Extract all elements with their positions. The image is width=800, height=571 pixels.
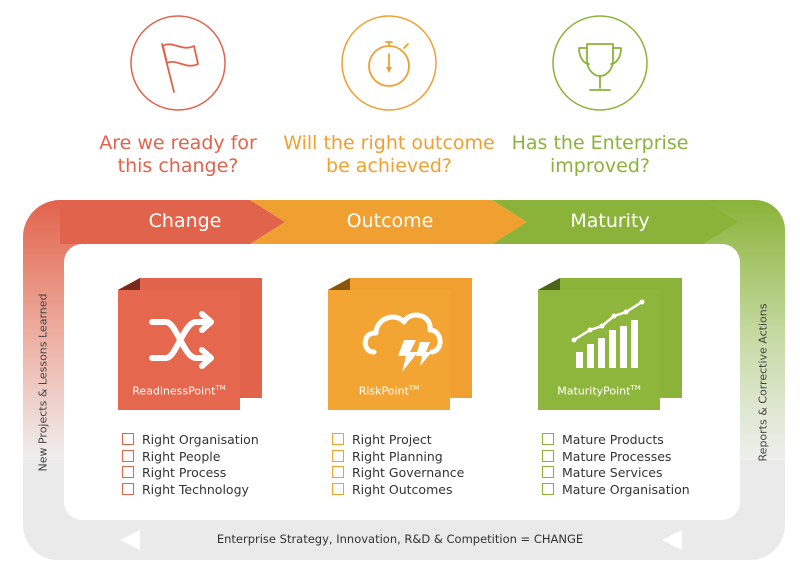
stage-label-maturity: Maturity <box>570 210 650 232</box>
checkbox-icon <box>122 482 134 495</box>
question-line: Has the Enterprise <box>511 132 689 154</box>
left-side-label: New Projects & Lessons Learned <box>36 293 50 472</box>
product-name: RiskPoint <box>358 384 409 398</box>
list-item: Right Outcomes <box>332 482 464 499</box>
trophy-circle <box>552 15 648 111</box>
question-line: improved? <box>550 155 650 177</box>
flag-icon <box>161 43 199 93</box>
flag-circle <box>130 15 226 111</box>
question-line: this change? <box>117 155 239 177</box>
list-item: Mature Products <box>542 432 690 449</box>
list-item: Mature Processes <box>542 449 690 466</box>
risk-cube <box>328 278 472 410</box>
trademark: TM <box>630 384 641 392</box>
product-name-maturity: MaturityPointTM <box>538 384 660 398</box>
checkbox-icon <box>122 466 134 478</box>
loop-right-segment <box>700 200 785 460</box>
bottom-left-arrowhead <box>120 530 140 550</box>
question-line: be achieved? <box>326 155 452 177</box>
outcome-arrow <box>250 200 527 244</box>
list-item: Right Project <box>332 432 464 449</box>
readiness-cube <box>118 278 262 410</box>
checkbox-icon <box>542 466 554 478</box>
readiness-list: Right Organisation Right People Right Pr… <box>122 432 259 498</box>
trophy-icon <box>578 43 622 91</box>
question-maturity: Has the Enterprise improved? <box>480 132 720 178</box>
checkbox-icon <box>332 433 344 445</box>
list-item: Right Technology <box>122 482 259 499</box>
loop-left-segment <box>23 200 110 460</box>
list-item: Right People <box>122 449 259 466</box>
right-side-label: Reports & Corrective Actions <box>756 303 770 462</box>
bottom-right-arrowhead <box>662 530 682 550</box>
stopwatch-circle <box>341 15 437 111</box>
stage-label-outcome: Outcome <box>346 210 434 232</box>
question-line: Are we ready for <box>99 132 257 154</box>
risk-list: Right Project Right Planning Right Gover… <box>332 432 464 498</box>
checkbox-icon <box>332 466 344 478</box>
bar-chart-icon <box>571 299 645 368</box>
product-name-risk: RiskPointTM <box>328 384 450 398</box>
shuffle-icon <box>149 311 214 369</box>
checkbox-icon <box>542 433 554 445</box>
maturity-arrow <box>492 200 738 244</box>
trademark: TM <box>215 384 226 392</box>
checkbox-icon <box>542 482 554 495</box>
stopwatch-icon <box>368 41 410 87</box>
checkbox-icon <box>332 482 344 495</box>
maturity-list: Mature Products Mature Processes Mature … <box>542 432 690 498</box>
list-item: Right Planning <box>332 449 464 466</box>
change-arrow <box>60 200 285 244</box>
list-item: Right Process <box>122 465 259 482</box>
product-name: ReadinessPoint <box>132 384 216 398</box>
list-item: Mature Services <box>542 465 690 482</box>
list-item: Right Governance <box>332 465 464 482</box>
stage-label-change: Change <box>148 210 222 232</box>
question-line: Will the right outcome <box>283 132 495 154</box>
question-change: Are we ready for this change? <box>58 132 298 178</box>
trademark: TM <box>408 384 420 392</box>
cloud-lightning-icon <box>362 312 443 372</box>
checkbox-icon <box>332 449 344 462</box>
checkbox-icon <box>542 449 554 462</box>
question-outcome: Will the right outcome be achieved? <box>269 132 509 178</box>
list-item: Mature Organisation <box>542 482 690 499</box>
bottom-label: Enterprise Strategy, Innovation, R&D & C… <box>216 532 584 546</box>
checkbox-icon <box>122 433 134 445</box>
product-name-readiness: ReadinessPointTM <box>118 384 240 398</box>
checkbox-icon <box>122 449 134 462</box>
product-name: MaturityPoint <box>557 384 631 398</box>
list-item: Right Organisation <box>122 432 259 449</box>
